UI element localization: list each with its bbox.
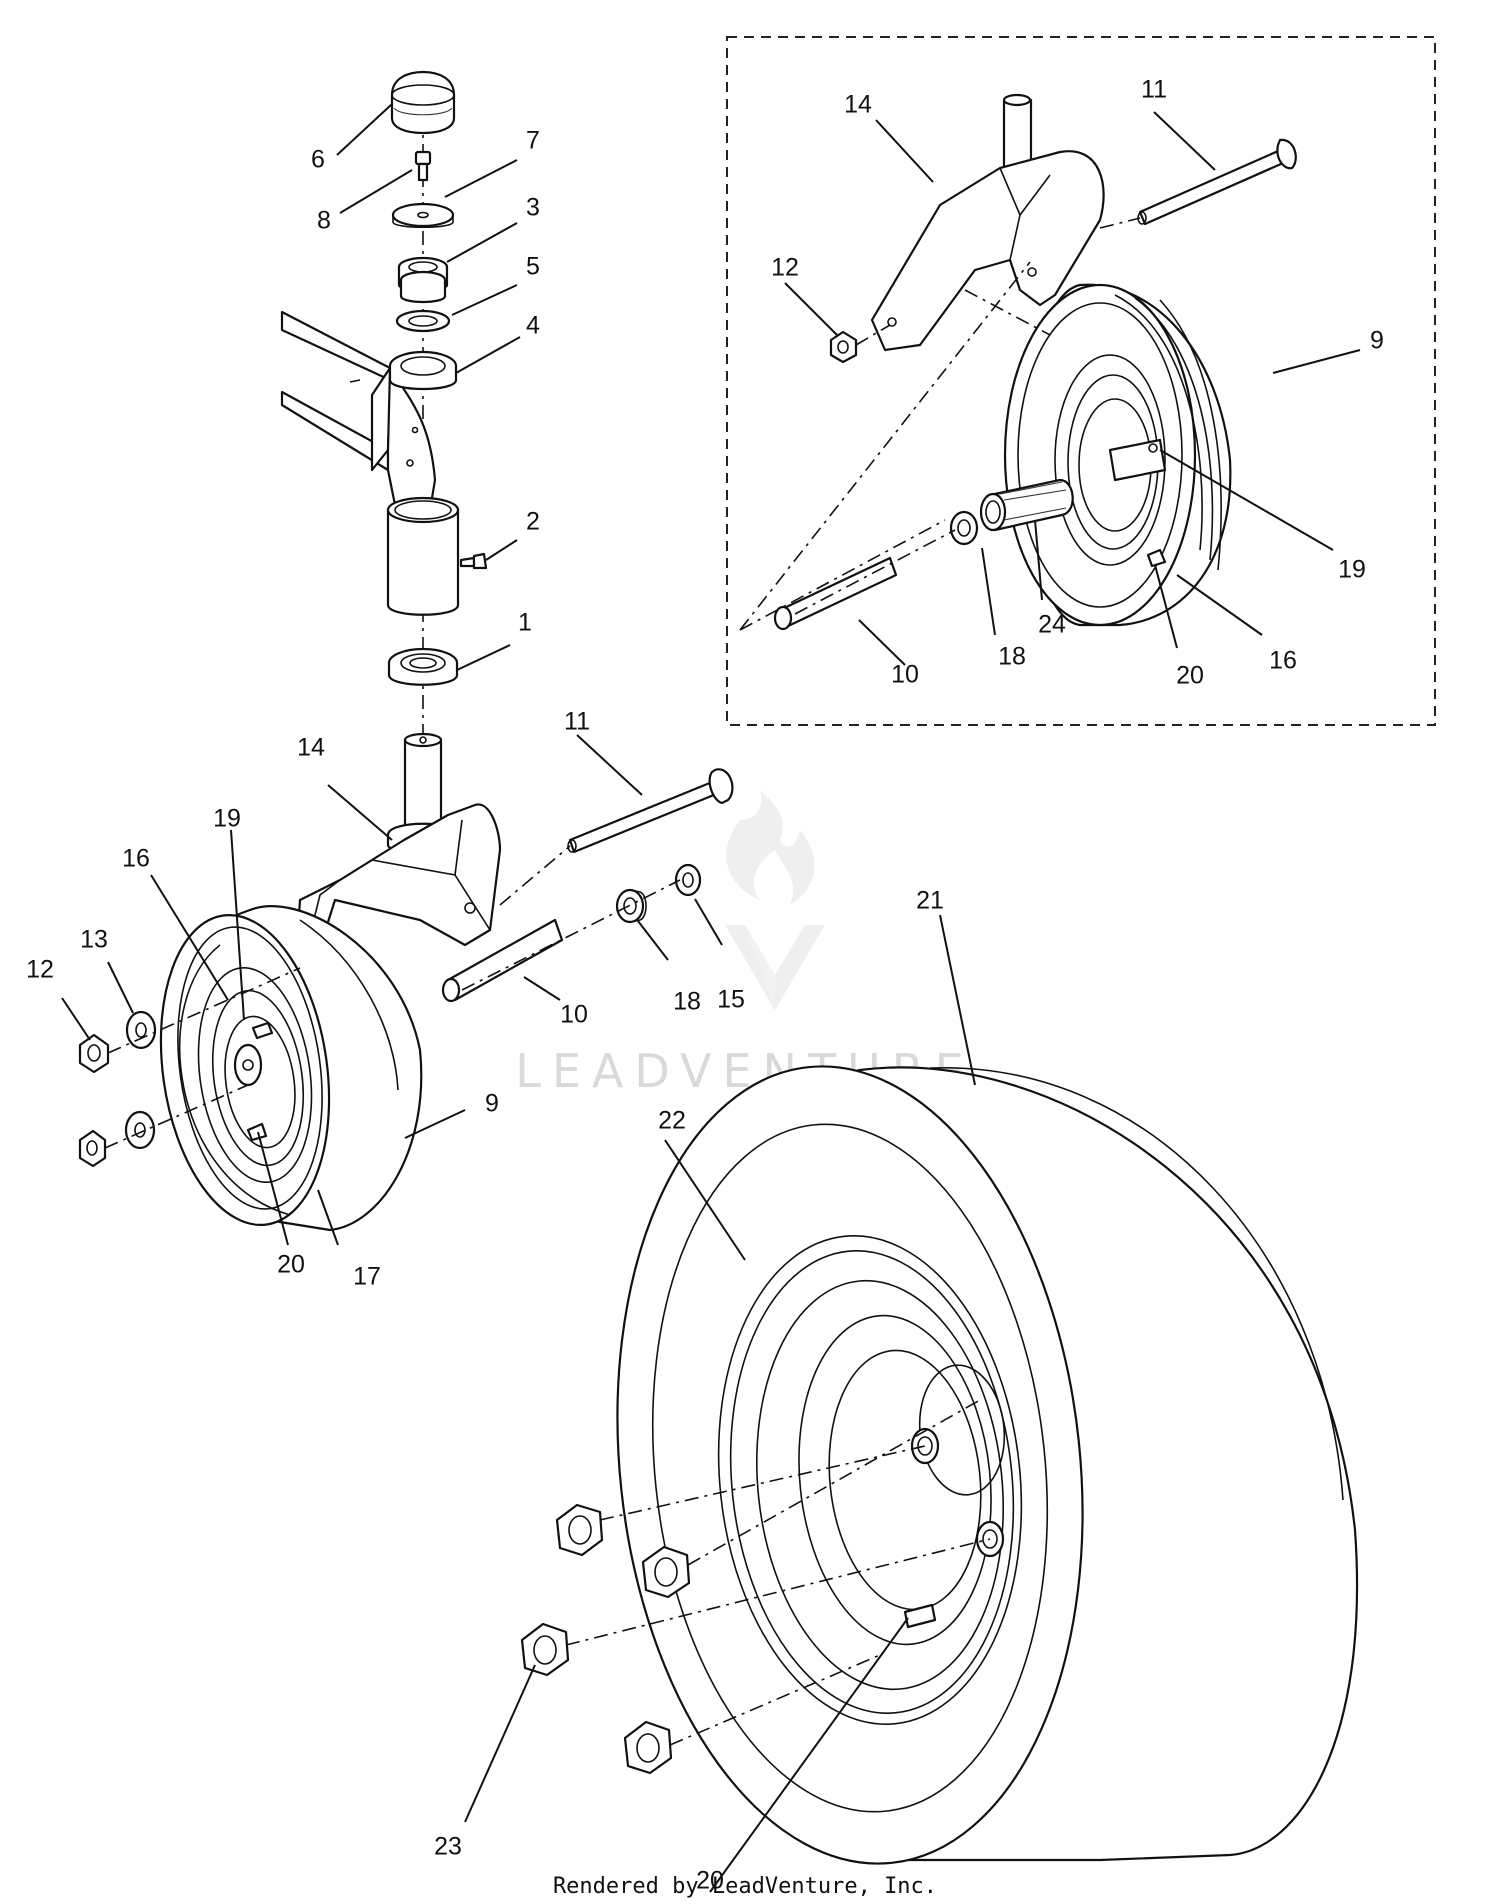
label-part-17: 17 — [353, 1263, 381, 1291]
part-12-hex-nut — [78, 1033, 110, 1074]
label-part-20: 20 — [277, 1251, 305, 1279]
inset-part-24-roller-bearing — [979, 478, 1074, 532]
label-part-23: 23 — [434, 1833, 462, 1861]
inset-part-12-hex-nut — [829, 330, 858, 364]
footer-credit: Rendered by LeadVenture, Inc. — [553, 1874, 937, 1899]
part-7-washer — [391, 202, 455, 228]
label-part-16: 16 — [122, 845, 150, 873]
label-inset-part-9: 9 — [1370, 327, 1384, 355]
label-part-22: 22 — [658, 1107, 686, 1135]
part-13-washer-lower — [124, 1110, 156, 1150]
frame-arm — [280, 310, 437, 512]
label-part-4: 4 — [526, 312, 540, 340]
inset-box — [726, 36, 1436, 726]
label-part-5: 5 — [526, 253, 540, 281]
label-part-13: 13 — [80, 926, 108, 954]
part-15-washer — [674, 863, 702, 897]
label-inset-part-10: 10 — [891, 661, 919, 689]
label-part-1: 1 — [518, 609, 532, 637]
label-inset-part-12: 12 — [771, 254, 799, 282]
watermark-logo-icon — [725, 790, 825, 1010]
label-part-11: 11 — [564, 708, 590, 736]
label-inset-part-20: 20 — [1176, 662, 1204, 690]
part-1-lower-bearing — [387, 647, 459, 686]
inset-bolt-line — [1099, 217, 1141, 229]
callout-labels: 6 8 7 3 5 4 2 1 14 11 15 18 10 9 17 12 1… — [26, 76, 1384, 1895]
part-12-hex-nut-lower — [78, 1129, 107, 1168]
label-part-2: 2 — [526, 508, 540, 536]
part-6-dust-cap — [390, 70, 456, 135]
rear-stud-line-1 — [599, 1445, 926, 1521]
label-part-19: 19 — [213, 805, 241, 833]
part-10-spacer-tube — [441, 918, 564, 1003]
leader-lines — [61, 103, 1361, 1893]
label-part-21: 21 — [916, 887, 944, 915]
rear-drive-wheel — [616, 1065, 1359, 1865]
front-axis-line-lower — [104, 1084, 249, 1149]
label-inset-part-18: 18 — [998, 643, 1026, 671]
part-23-lug-nut-2 — [641, 1545, 691, 1599]
label-part-9: 9 — [485, 1090, 499, 1118]
rear-stud-line-2 — [687, 1399, 981, 1566]
label-inset-part-16: 16 — [1269, 647, 1297, 675]
part-18-seal — [615, 888, 647, 924]
part-8-grease-fitting — [414, 150, 432, 182]
part-5-flat-washer — [395, 309, 451, 333]
label-part-7: 7 — [526, 127, 540, 155]
inset-caster-fork — [870, 93, 1105, 352]
inset-part-10-spacer-tube — [773, 556, 898, 631]
front-caster-wheel — [159, 905, 423, 1232]
front-axis-line-upper — [107, 967, 301, 1054]
label-part-14: 14 — [297, 734, 325, 762]
part-11-axle-bolt — [567, 768, 734, 854]
wheel-grease-fitting-icon — [246, 1021, 274, 1142]
rear-stud-line-4 — [669, 1654, 881, 1746]
front-bolt-line — [499, 845, 571, 906]
inset-part-18-seal — [949, 510, 979, 546]
part-4-upper-bearing — [388, 350, 458, 391]
label-part-10: 10 — [560, 1001, 588, 1029]
label-inset-part-11: 11 — [1141, 76, 1167, 104]
inset-wheel-line — [964, 289, 1051, 336]
label-part-24: 24 — [1038, 611, 1066, 639]
part-3-lock-nut — [397, 256, 449, 304]
label-part-20-rear: 20 — [696, 1867, 724, 1895]
part-23-lug-nut-4 — [623, 1720, 673, 1775]
label-part-6: 6 — [311, 146, 325, 174]
inset-callout-line-lower — [739, 519, 946, 631]
inset-wheel — [1003, 283, 1232, 627]
inset-callout-line-upper — [739, 261, 1031, 631]
inset-part-11-axle-bolt — [1137, 138, 1297, 226]
inset-nut-line — [855, 324, 891, 346]
part-23-lug-nut-3 — [520, 1622, 570, 1677]
part-23-lug-nut-1 — [555, 1503, 604, 1557]
label-part-15: 15 — [717, 986, 745, 1014]
part-13-washer — [125, 1010, 157, 1050]
label-part-8: 8 — [317, 207, 331, 235]
label-part-12: 12 — [26, 956, 54, 984]
label-part-18: 18 — [673, 988, 701, 1016]
front-axle-line — [461, 879, 681, 991]
part-2-grease-fitting — [459, 552, 488, 570]
inset-axle-line — [794, 529, 956, 615]
part-2-spindle-tube — [386, 496, 460, 616]
label-inset-part-14: 14 — [844, 91, 872, 119]
label-part-3: 3 — [526, 194, 540, 222]
label-inset-part-19: 19 — [1338, 556, 1366, 584]
